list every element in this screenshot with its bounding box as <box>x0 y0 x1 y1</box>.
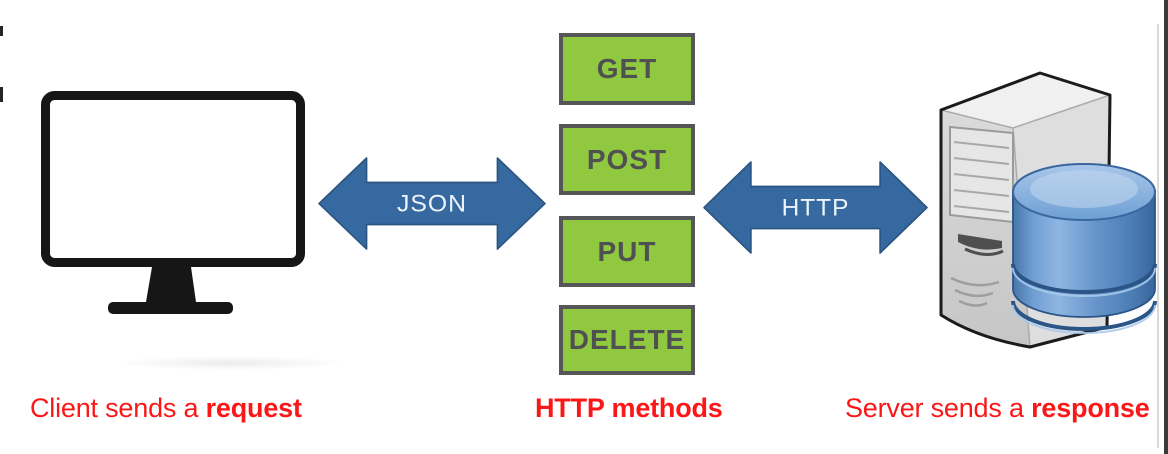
database-cylinder <box>1011 163 1157 334</box>
method-box-put: PUT <box>559 216 695 287</box>
json-double-arrow-icon: JSON <box>318 157 546 250</box>
monitor-shadow <box>112 356 347 370</box>
right-edge-border-line <box>1164 0 1168 454</box>
left-edge-mark <box>0 87 3 102</box>
client-caption: Client sends a request <box>30 392 302 426</box>
methods-caption: HTTP methods <box>535 393 723 423</box>
server-drive-slot <box>958 234 1002 250</box>
server-caption-text: Server sends a <box>845 393 1032 423</box>
method-box-post: POST <box>559 124 695 195</box>
client-caption-bold: request <box>205 393 302 423</box>
client-caption-text: Client sends a <box>30 393 206 423</box>
http-arrow-label: HTTP <box>782 194 850 221</box>
server-top-face <box>941 73 1110 128</box>
left-edge-mark <box>0 26 3 36</box>
server-caption: Server sends a response <box>845 392 1150 426</box>
method-box-delete: DELETE <box>559 305 695 375</box>
server-speaker-grill <box>950 276 1000 307</box>
monitor-icon <box>41 91 305 314</box>
server-vents <box>953 141 1010 213</box>
right-edge-light-line <box>1157 24 1159 448</box>
database-server-icon <box>939 71 1157 349</box>
http-double-arrow-icon: HTTP <box>703 161 928 254</box>
method-box-get: GET <box>559 33 695 105</box>
server-caption-bold: response <box>1031 393 1150 423</box>
json-arrow-label: JSON <box>397 191 467 218</box>
